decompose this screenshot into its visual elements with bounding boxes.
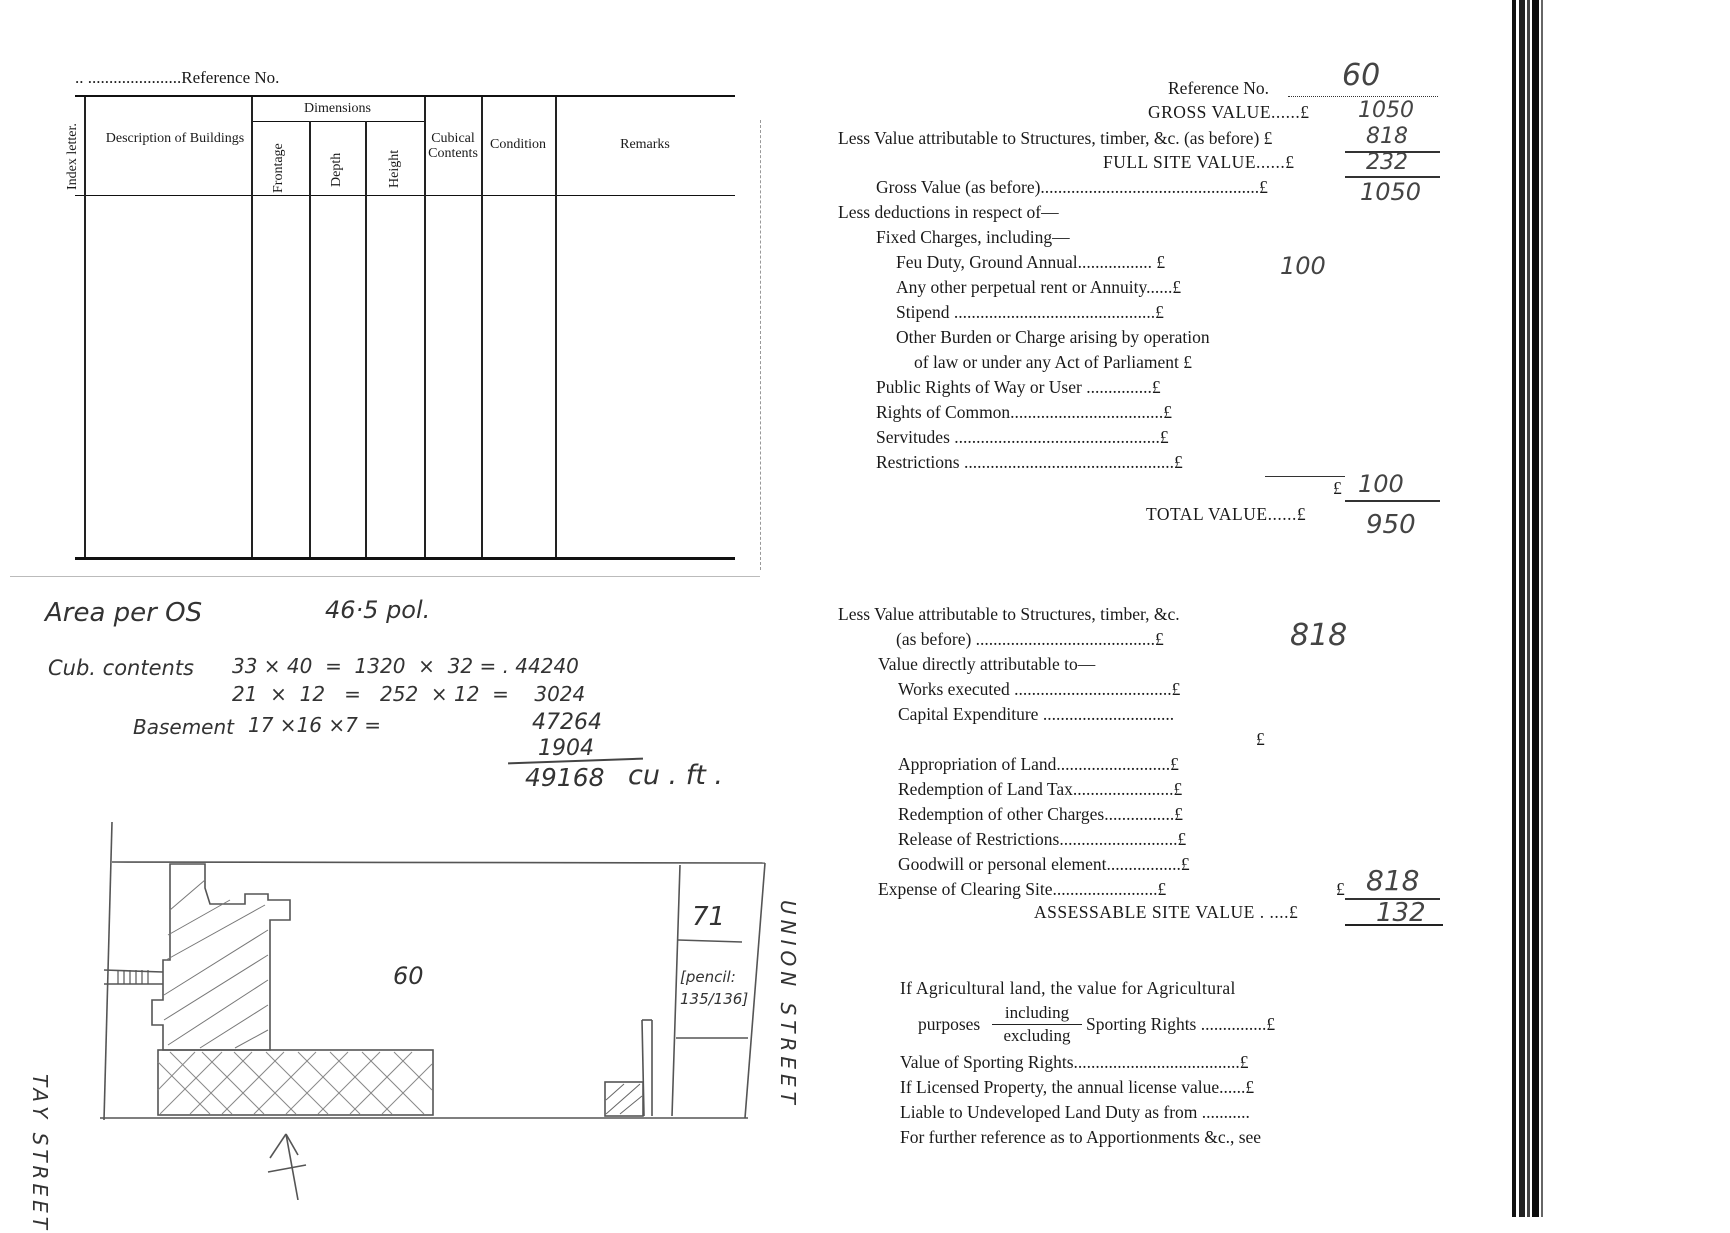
- rights-common: Rights of Common........................…: [876, 402, 1173, 422]
- sum-2: 1904: [538, 736, 594, 761]
- area-value: 46·5 pol.: [325, 596, 431, 624]
- less-structures-label: Less Value attributable to Structures, t…: [838, 128, 1273, 148]
- right-reference-value: 60: [1342, 58, 1381, 93]
- gross-value: 1050: [1358, 98, 1414, 123]
- clearing-total: 818: [1366, 864, 1420, 897]
- header-cubical-contents: Cubical Contents: [428, 131, 478, 161]
- stipend: Stipend ................................…: [896, 302, 1164, 322]
- sporting-value: Value of Sporting Rights................…: [900, 1052, 1249, 1072]
- pencil-note: [pencil: 135/136]: [680, 966, 748, 1010]
- header-height: Height: [387, 149, 402, 188]
- street-left: TAY STREET: [28, 1074, 52, 1233]
- rule-5: [1345, 898, 1440, 900]
- servitudes: Servitudes .............................…: [876, 427, 1169, 447]
- area-label: Area per OS: [45, 598, 203, 628]
- agri-purposes: purposes: [918, 1014, 981, 1034]
- licensed-property: If Licensed Property, the annual license…: [900, 1077, 1255, 1097]
- less-structures-value: 818: [1366, 124, 1408, 149]
- release-restrictions: Release of Restrictions.................…: [898, 829, 1187, 849]
- other-burden-1: Other Burden or Charge arising by operat…: [896, 327, 1210, 347]
- header-index-letter: Index letter.: [65, 123, 80, 190]
- deductions-total: 100: [1358, 470, 1404, 498]
- gross-value-label: GROSS VALUE......£: [1148, 102, 1310, 122]
- neighbour-number: 71: [692, 902, 726, 932]
- calc-line-1: 33 × 40 = 1320 × 32 = . 44240: [232, 654, 579, 678]
- header-depth: Depth: [329, 152, 344, 187]
- agri-sporting: Sporting Rights ...............£: [1086, 1014, 1276, 1034]
- cu-ft-unit: cu . ft .: [628, 760, 723, 791]
- ls-value: 818: [1290, 618, 1348, 653]
- basement-calc: 17 ×16 ×7 =: [248, 713, 381, 737]
- header-remarks: Remarks: [620, 137, 670, 152]
- less-deductions: Less deductions in respect of—: [838, 202, 1059, 222]
- fold-line: [10, 576, 760, 577]
- cub-label: Cub. contents: [48, 656, 194, 680]
- sum-1: 47264: [532, 710, 602, 735]
- center-fold: [760, 120, 762, 570]
- rule-1: [1345, 151, 1440, 153]
- total-cu-ft: 49168: [525, 763, 605, 792]
- redemption-other: Redemption of other Charges.............…: [898, 804, 1183, 824]
- rule-2: [1345, 176, 1440, 178]
- rule-6: [1345, 924, 1443, 926]
- restrictions: Restrictions ...........................…: [876, 452, 1183, 472]
- site-plan-sketch: [100, 821, 766, 1200]
- agri-including: including: [1004, 1003, 1070, 1022]
- plot-number: 60: [393, 962, 424, 990]
- header-dimensions: Dimensions: [304, 101, 371, 116]
- fixed-charges: Fixed Charges, including—: [876, 227, 1070, 247]
- full-site-label: FULL SITE VALUE......£: [1103, 152, 1295, 172]
- total-value: 950: [1366, 510, 1416, 540]
- calc-line-2: 21 × 12 = 252 × 12 = 3024: [232, 682, 586, 706]
- undeveloped-land: Liable to Undeveloped Land Duty as from …: [900, 1102, 1250, 1122]
- binding-edge: [1512, 0, 1543, 1217]
- assessable-value: 132: [1376, 898, 1426, 928]
- appropriation: Appropriation of Land...................…: [898, 754, 1179, 774]
- further-reference: For further reference as to Apportionmen…: [900, 1127, 1262, 1147]
- header-description: Description of Buildings: [105, 131, 245, 146]
- clearing-pound: £: [1336, 879, 1345, 899]
- directly-attributable: Value directly attributable to—: [878, 654, 1096, 674]
- full-site-value: 232: [1366, 150, 1408, 175]
- gross-before-label: Gross Value (as before).................…: [876, 177, 1268, 197]
- header-condition: Condition: [489, 137, 546, 152]
- capital-expenditure: Capital Expenditure ....................…: [898, 704, 1175, 724]
- other-burden-2: of law or under any Act of Parliament £: [914, 352, 1192, 372]
- total-value-label: TOTAL VALUE......£: [1146, 504, 1307, 524]
- feu-duty-label: Feu Duty, Ground Annual.................…: [896, 252, 1166, 272]
- buildings-table: Index letter. Description of Buildings D…: [65, 95, 735, 560]
- rule-3: [1265, 476, 1345, 477]
- agricultural-1: If Agricultural land, the value for Agri…: [900, 978, 1236, 998]
- perpetual-rent: Any other perpetual rent or Annuity.....…: [896, 277, 1182, 297]
- rule-4: [1345, 500, 1440, 502]
- pencil-note-line-1: [pencil:: [680, 968, 736, 986]
- agri-excluding: excluding: [992, 1024, 1082, 1047]
- basement-label: Basement: [133, 715, 235, 739]
- left-reference-label: .. ......................Reference No.: [75, 68, 280, 87]
- redemption-tax: Redemption of Land Tax..................…: [898, 779, 1183, 799]
- header-frontage: Frontage: [271, 143, 286, 193]
- clearing-site: Expense of Clearing Site................…: [878, 879, 1167, 899]
- assessable-label: ASSESSABLE SITE VALUE . ....£: [1034, 902, 1299, 922]
- feu-duty-value: 100: [1280, 252, 1326, 280]
- works-executed: Works executed .........................…: [898, 679, 1181, 699]
- street-right: UNION STREET: [776, 900, 800, 1109]
- reference-dots: [1288, 96, 1438, 97]
- ls-line-2: (as before) ............................…: [896, 629, 1164, 649]
- deductions-pound: £: [1333, 478, 1342, 498]
- public-rights: Public Rights of Way or User ...........…: [876, 377, 1161, 397]
- agri-fraction: including excluding: [992, 1002, 1082, 1047]
- gross-before-value: 1050: [1360, 178, 1422, 206]
- capital-pound: £: [1256, 729, 1265, 749]
- right-reference-label: Reference No.: [1168, 78, 1270, 98]
- ls-line-1: Less Value attributable to Structures, t…: [838, 604, 1180, 624]
- pencil-note-line-2: 135/136]: [680, 990, 749, 1008]
- goodwill: Goodwill or personal element............…: [898, 854, 1190, 874]
